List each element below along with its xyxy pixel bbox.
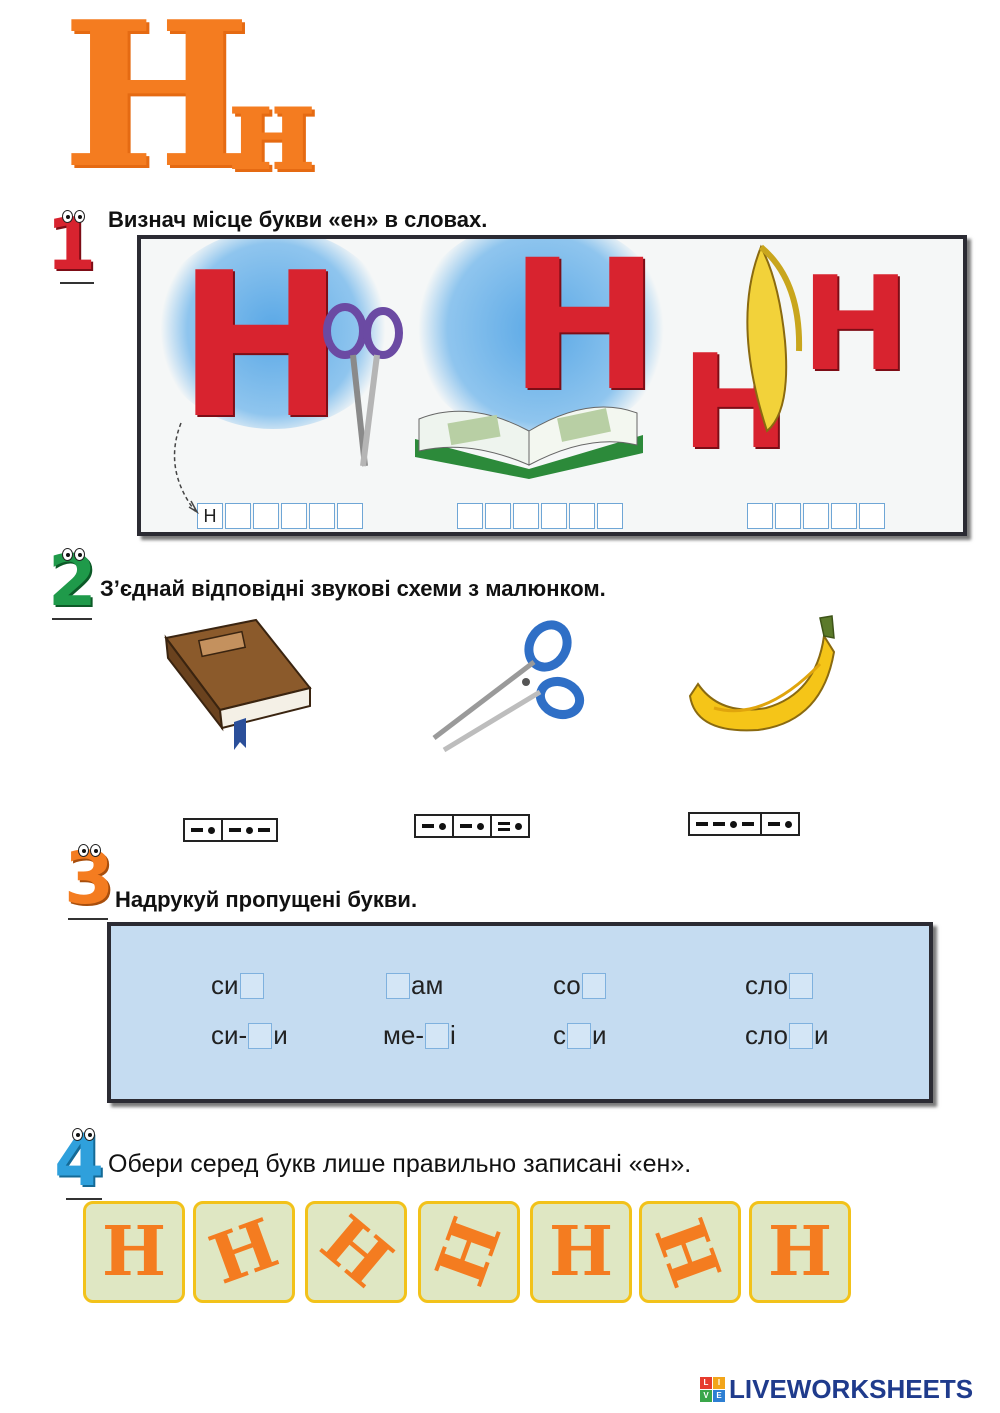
scissors-icon [323,303,403,467]
letter-character-banana-2: Н [801,248,910,400]
letter-tile[interactable]: Н [193,1201,295,1303]
missing-letter-field[interactable] [567,1022,591,1049]
answer-cell[interactable] [859,503,885,529]
answer-cell[interactable]: Н [197,503,223,529]
missing-letter-field[interactable] [425,1022,449,1049]
letter-tile[interactable]: Н [530,1201,632,1303]
letter-tile[interactable]: Н [83,1201,185,1303]
sound-scheme-3[interactable] [688,812,800,836]
answer-cell[interactable] [775,503,801,529]
answer-cell[interactable] [747,503,773,529]
missing-letter-field[interactable] [788,972,813,999]
sound-scheme-1[interactable] [183,818,278,842]
blue-backdrop [153,239,393,429]
task1-picture-panel: Н Н Н Н Н [137,235,967,536]
missing-letter-field[interactable] [248,1022,273,1049]
letter-tile[interactable]: Н [418,1201,520,1303]
answer-cell[interactable] [281,503,307,529]
liveworksheets-logo: L I V E LIVEWORKSHEETS [700,1374,973,1405]
book-icon [164,618,312,750]
answer-cell[interactable] [597,503,623,529]
tile-letter: Н [305,1200,407,1304]
missing-letter-field[interactable] [386,972,410,999]
word-item: сло [745,970,814,1001]
answer-cell[interactable] [337,503,363,529]
letter-tile[interactable]: Н [305,1201,407,1303]
number-one-mascot-icon: 1 [46,202,97,286]
title-letter-upper: Н [62,0,251,213]
answer-cell[interactable] [309,503,335,529]
answer-cell[interactable] [541,503,567,529]
letter-tile[interactable]: Н [639,1201,741,1303]
banana-icon [746,244,803,433]
answer-cell[interactable] [457,503,483,529]
answer-cell[interactable] [485,503,511,529]
letter-tile[interactable]: Н [749,1201,851,1303]
answer-cell[interactable] [513,503,539,529]
banana-letter-cells [747,503,887,529]
answer-cell[interactable] [569,503,595,529]
title-letter-lower: н [228,57,316,198]
answer-cell[interactable] [253,503,279,529]
letter-character-book: Н [509,235,660,431]
blue-backdrop [411,239,671,439]
number-two-mascot-icon: 2 [48,540,97,622]
task4-title: Обери серед букв лише правильно записані… [108,1150,692,1178]
task1-title: Визнач місце букви «ен» в словах. [108,207,488,232]
scissors-icon [432,620,585,753]
word-item: ам [385,970,443,1001]
open-book-icon [415,406,643,479]
missing-letter-field[interactable] [581,972,606,999]
dashed-arrow-icon [173,422,200,515]
answer-cell[interactable] [225,503,251,529]
tile-letter: Н [101,1212,167,1292]
number-three-mascot-icon: 3 [64,836,115,920]
tile-letter: Н [420,1208,518,1296]
number-four-mascot-icon: 4 [54,1118,105,1202]
letter-character-scissors: Н [177,235,345,463]
tile-letter: Н [767,1212,833,1292]
tile-letter: Н [548,1212,614,1292]
word-item: си-и [211,1020,288,1050]
brand-name: LIVEWORKSHEETS [729,1374,974,1404]
word-item: си [211,970,265,1001]
missing-letter-field[interactable] [239,972,264,999]
word-item: со [553,970,607,1001]
sound-scheme-2[interactable] [414,814,530,838]
scissors-letter-cells: Н [197,503,365,529]
task3-title: Надрукуй пропущені букви. [115,887,418,912]
tile-letter: Н [641,1208,739,1296]
answer-cell[interactable] [831,503,857,529]
logo-blocks-icon: L I V E [700,1377,725,1402]
task2-title: З’єднай відповідні звукові схеми з малюн… [100,576,606,601]
word-item: ме-і [383,1020,456,1050]
book-letter-cells [457,503,625,529]
missing-letter-field[interactable] [788,1022,813,1049]
answer-cell[interactable] [803,503,829,529]
tile-letter: Н [200,1203,288,1301]
banana-icon [688,615,836,732]
